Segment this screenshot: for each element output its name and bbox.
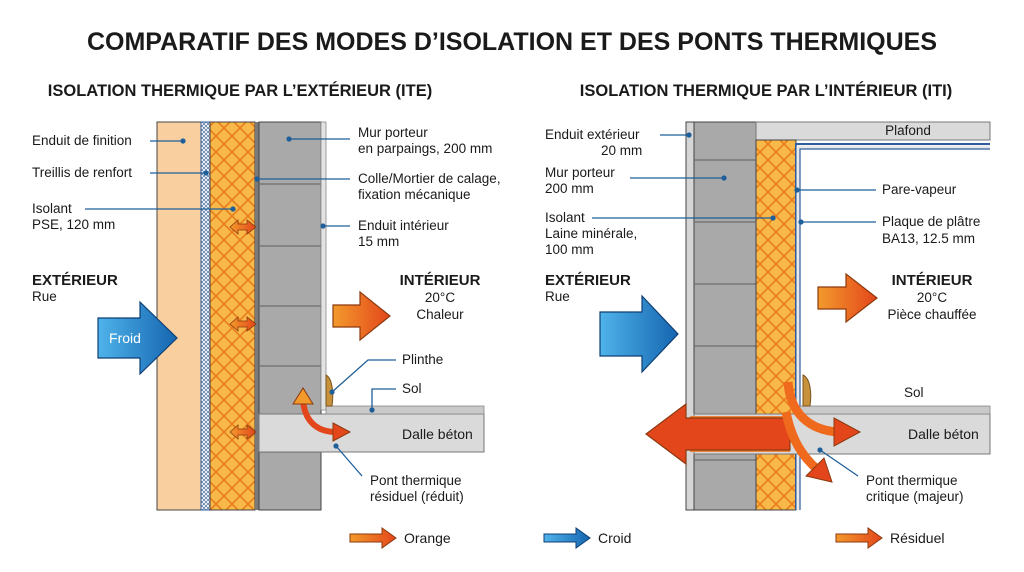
ite-label-pont: Pont thermique xyxy=(370,473,462,488)
ite-label-temp: 20°C xyxy=(425,290,455,305)
legend-residuel-label: Résiduel xyxy=(890,530,944,546)
iti-label-isolant: Isolant xyxy=(545,210,585,225)
ite-label-dalle: Dalle béton xyxy=(402,426,473,442)
iti-ceiling-slab xyxy=(755,121,991,141)
ite-label-rue: Rue xyxy=(32,289,57,304)
ite-heat-flow-small xyxy=(229,219,257,440)
legend-orange-label: Orange xyxy=(404,530,451,546)
iti-label-pont-spec: critique (majeur) xyxy=(866,489,964,504)
iti-label-sol: Sol xyxy=(904,385,924,400)
iti-label-plaque-spec: BA13, 12.5 mm xyxy=(882,231,975,246)
ite-froid-label: Froid xyxy=(109,330,141,346)
ite-label-enduit-finition: Enduit de finition xyxy=(32,133,132,148)
ite-render-layer xyxy=(156,121,202,511)
ite-label-sol: Sol xyxy=(402,381,422,396)
ite-heading: ISOLATION THERMIQUE PAR L’EXTÉRIEUR (ITE… xyxy=(48,81,432,100)
ite-label-treillis: Treillis de renfort xyxy=(32,165,132,180)
iti-label-plafond: Plafond xyxy=(885,123,931,138)
ite-label-plinthe: Plinthe xyxy=(402,352,443,367)
ite-label-exterieur: EXTÉRIEUR xyxy=(32,272,118,289)
iti-label-enduit-exterieur-spec: 20 mm xyxy=(601,143,642,158)
ite-interior-plaster xyxy=(320,121,327,411)
iti-label-exterieur: EXTÉRIEUR xyxy=(545,272,631,289)
ite-label-chaleur: Chaleur xyxy=(416,307,464,322)
iti-section: Enduit extérieur 20 mm Mur porteur 200 m… xyxy=(545,121,991,511)
iti-label-isolant-spec: Laine minérale, xyxy=(545,226,637,241)
legend-orange-arrow-icon xyxy=(349,527,397,549)
iti-label-mur-spec: 200 mm xyxy=(545,181,594,196)
legend-residual-arrow-icon xyxy=(835,527,883,549)
iti-label-piece: Pièce chauffée xyxy=(887,307,976,322)
iti-critical-bridge-arrow xyxy=(645,402,791,466)
iti-heading: ISOLATION THERMIQUE PAR L’INTÉRIEUR (ITI… xyxy=(580,81,952,100)
legend-croid-label: Croid xyxy=(598,530,631,546)
ite-label-interieur: INTÉRIEUR xyxy=(400,272,481,289)
iti-bridge-curve-1 xyxy=(783,381,839,437)
legend-cold-arrow-icon xyxy=(543,527,591,549)
iti-label-isolant-thickness: 100 mm xyxy=(545,242,594,257)
ite-heat-arrow xyxy=(332,290,391,342)
ite-label-isolant: Isolant xyxy=(32,201,72,216)
ite-label-mur: Mur porteur xyxy=(358,125,428,140)
ite-label-pont-spec: résiduel (réduit) xyxy=(370,489,464,504)
iti-label-plaque: Plaque de plâtre xyxy=(882,214,980,229)
ite-concrete-slab xyxy=(258,413,485,453)
iti-label-rue: Rue xyxy=(545,289,570,304)
iti-plasterboard xyxy=(796,145,990,510)
ite-mesh-layer xyxy=(200,121,211,511)
iti-heat-arrow xyxy=(817,272,878,324)
iti-vapor-barrier xyxy=(795,143,990,510)
ite-label-colle-spec: fixation mécanique xyxy=(358,187,471,202)
ite-label-isolant-spec: PSE, 120 mm xyxy=(32,217,115,232)
iti-cold-arrow xyxy=(599,294,679,374)
iti-label-pare-vapeur: Pare-vapeur xyxy=(882,182,957,197)
ite-label-enduit-interieur: Enduit intérieur xyxy=(358,218,449,233)
ite-label-colle: Colle/Mortier de calage, xyxy=(358,171,501,186)
ite-cold-arrow xyxy=(97,300,178,376)
ite-label-mur-spec: en parpaings, 200 mm xyxy=(358,141,492,156)
iti-label-enduit-exterieur: Enduit extérieur xyxy=(545,127,640,142)
iti-label-dalle: Dalle béton xyxy=(908,426,979,442)
page-title: COMPARATIF DES MODES D’ISOLATION ET DES … xyxy=(87,28,937,56)
iti-skirting xyxy=(802,374,812,407)
ite-label-enduit-interieur-spec: 15 mm xyxy=(358,234,399,249)
iti-label-pont: Pont thermique xyxy=(866,473,958,488)
iti-bridge-curve-2 xyxy=(781,411,821,474)
iti-label-temp: 20°C xyxy=(917,290,947,305)
ite-floor xyxy=(325,405,485,415)
ite-section: Froid Enduit de finition Treillis de ren… xyxy=(32,121,501,511)
iti-floor xyxy=(799,405,991,415)
ite-glue-layer xyxy=(255,122,259,510)
legend: Orange Croid Résiduel xyxy=(349,527,944,549)
iti-label-mur: Mur porteur xyxy=(545,165,615,180)
iti-label-interieur: INTÉRIEUR xyxy=(892,272,973,289)
